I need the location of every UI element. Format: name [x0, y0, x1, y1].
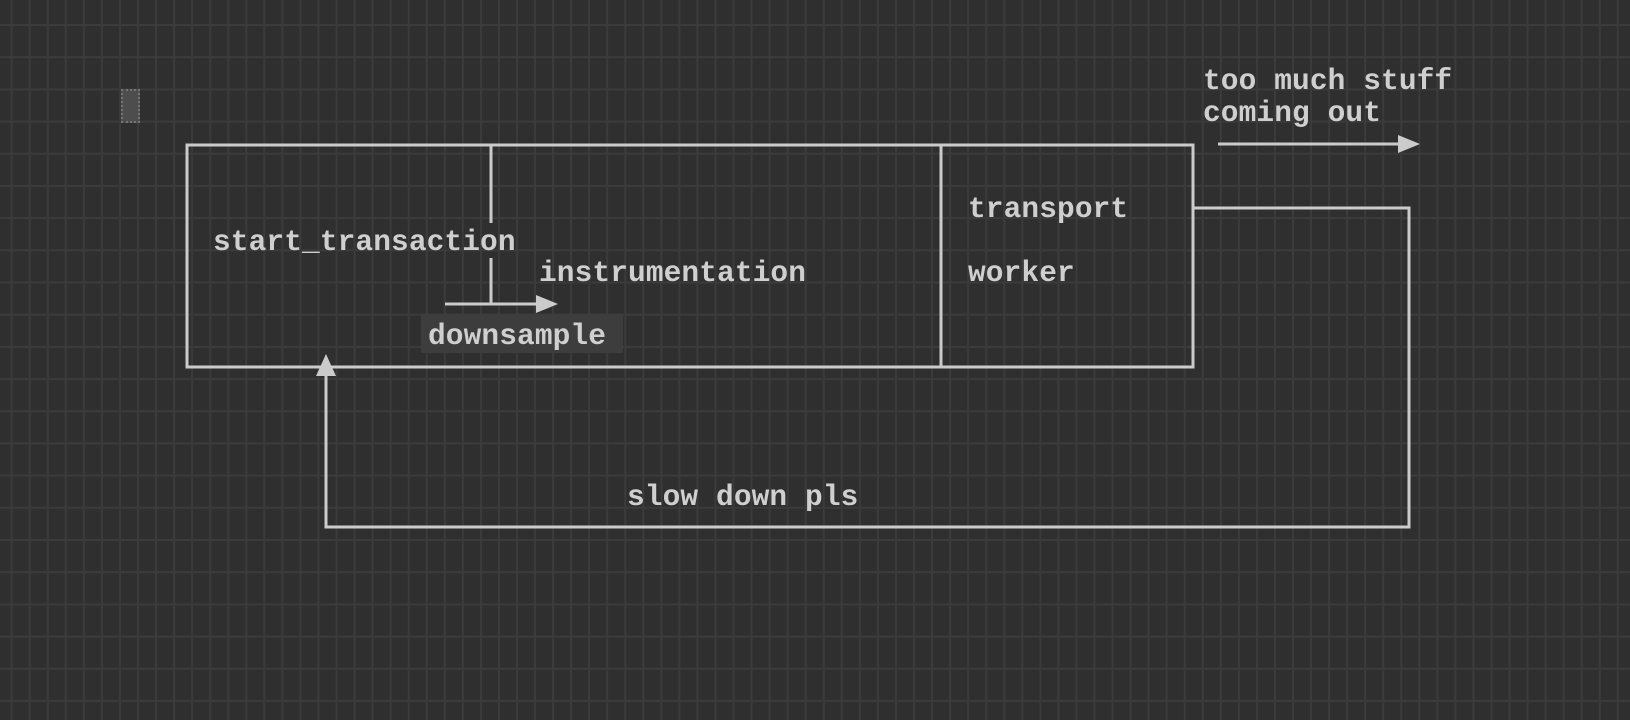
label-slow-down-pls[interactable]: slow down pls [627, 480, 859, 514]
output-arrowhead-icon [1398, 135, 1420, 153]
backpressure-arrowhead-icon [316, 354, 336, 376]
output-arrow[interactable] [1218, 135, 1420, 153]
downsample-arrowhead-icon [536, 295, 558, 313]
label-too-much-stuff-line2[interactable]: coming out [1203, 96, 1382, 130]
label-start-transaction[interactable]: start_transaction [213, 225, 516, 259]
text-cursor [121, 89, 140, 123]
label-worker[interactable]: worker [968, 256, 1075, 290]
label-downsample[interactable]: downsample [428, 319, 607, 353]
backpressure-loop-arrow[interactable] [316, 206, 1411, 529]
label-transport[interactable]: transport [968, 192, 1129, 226]
label-instrumentation[interactable]: instrumentation [539, 256, 807, 290]
label-too-much-stuff-line1[interactable]: too much stuff [1203, 64, 1453, 98]
downsample-selection-highlight [421, 314, 623, 353]
pipeline-box[interactable] [185, 143, 1195, 369]
downsample-arrow[interactable] [445, 295, 558, 313]
